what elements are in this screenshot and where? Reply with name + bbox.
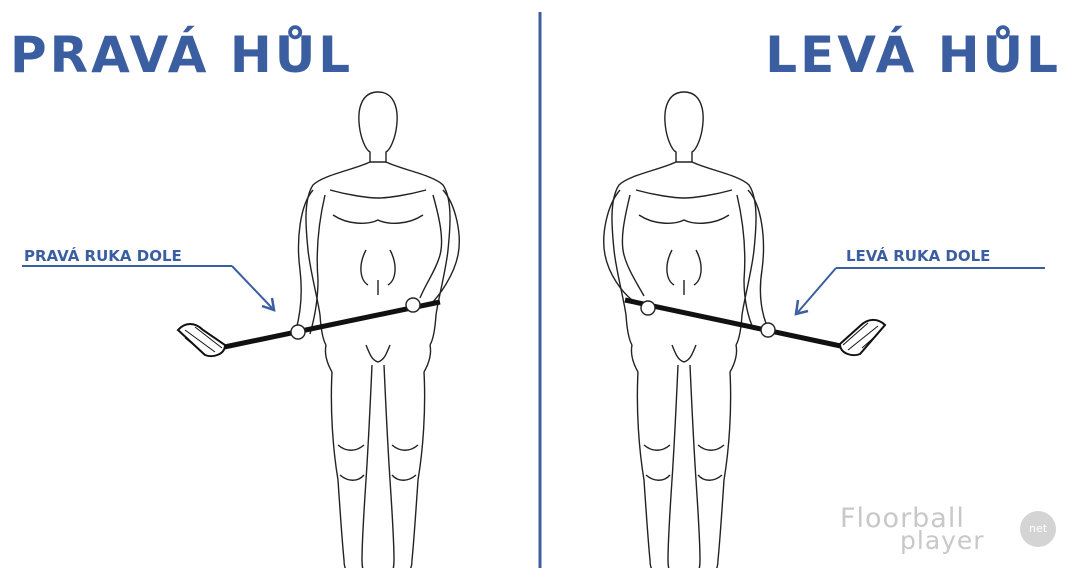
left-figure-hand-high	[406, 298, 420, 312]
right-callout-arrow	[796, 268, 1045, 314]
right-stick-blade	[840, 320, 885, 355]
callout-right-hand-down: PRAVÁ RUKA DOLE	[24, 249, 182, 264]
left-callout-arrow	[22, 266, 274, 310]
title-right-stick: PRAVÁ HŮL	[10, 30, 353, 80]
right-figure	[604, 92, 768, 568]
floorball-player-logo: Floorball player net	[840, 505, 985, 553]
right-figure-hand-low	[761, 323, 775, 337]
left-figure	[296, 92, 459, 568]
logo-badge: net	[1020, 511, 1056, 547]
right-figure-hand-high	[641, 301, 655, 315]
left-stick-blade	[178, 324, 225, 356]
left-figure-hand-low	[291, 325, 305, 339]
title-left-stick: LEVÁ HŮL	[765, 30, 1061, 80]
callout-left-hand-down: LEVÁ RUKA DOLE	[846, 249, 990, 264]
logo-line-2: player	[900, 528, 985, 553]
